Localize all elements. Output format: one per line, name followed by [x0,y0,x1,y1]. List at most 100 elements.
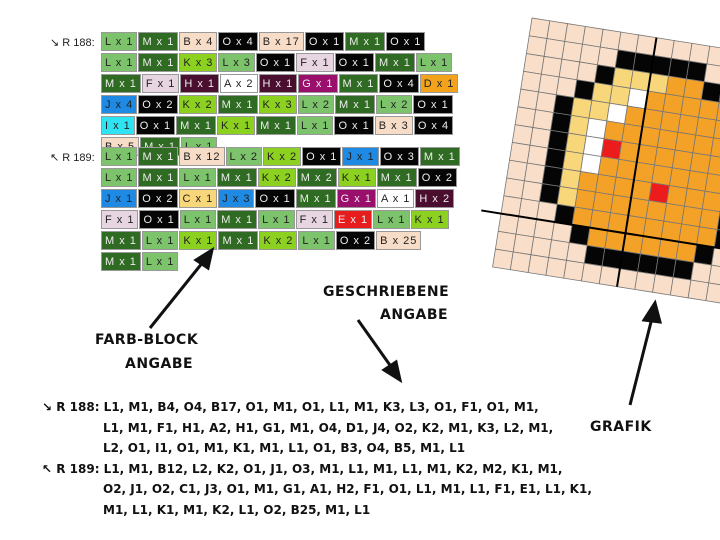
color-block-l: L x 1 [179,168,216,187]
pixel-cell [563,259,585,282]
pixel-cell [564,23,586,45]
pixel-cell [685,60,708,83]
color-block-f: F x 1 [295,210,334,229]
color-block-h: H x 1 [180,74,220,93]
grid-center-line [616,37,658,287]
color-block-o: O x 3 [379,147,419,166]
grid-center-line [481,209,720,258]
pixel-cell [535,91,557,113]
color-block-k: K x 3 [258,95,297,114]
color-block-h: H x 1 [258,74,298,93]
color-block-l: L x 1 [296,116,334,135]
pixel-cell [690,261,713,284]
pixel-cell [523,162,546,185]
geschriebene-label-1: GESCHRIEBENE [323,284,450,300]
farb-block-label-1: FARB-BLOCK [95,332,199,348]
pixel-cell [530,236,553,259]
color-block-l: L x 1 [101,168,138,187]
pixel-cell [577,171,599,193]
color-block-k: K x 1 [217,116,256,135]
color-block-b: B x 12 [179,147,225,166]
written-line: O2, J1, O2, C1, J3, O1, M1, G1, A1, H2, … [103,482,592,496]
pixel-cell [526,144,549,167]
pixel-cell [544,147,567,170]
pixel-cell [583,244,606,267]
color-block-j: J x 3 [218,189,255,208]
pixel-cell [716,211,720,233]
pixel-cell [545,257,567,279]
pixel-cell [599,28,622,51]
color-block-l: L x 1 [101,32,138,51]
color-block-d: D x 1 [419,74,459,93]
pixel-cell [654,256,677,278]
arrow-farb-block [148,261,205,329]
pixel-cell [715,101,720,124]
pixel-cell [559,168,582,190]
pixel-cell [520,70,542,93]
pixel-cell [532,109,554,131]
pixel-cell [562,150,584,172]
color-block-c: C x 1 [178,189,218,208]
arrow-head-grafik [641,299,663,324]
color-block-m: M x 1 [101,74,141,93]
pixel-cell [680,96,702,118]
pixel-cell [565,132,587,155]
color-block-k: K x 1 [337,168,376,187]
color-block-f: F x 1 [296,53,334,72]
color-block-m: M x 1 [335,95,375,114]
pixel-cell [711,246,720,269]
pixel-cell [576,61,598,84]
pixel-cell [566,242,588,264]
pixel-cell [701,190,720,213]
pixel-cell [688,42,711,65]
color-block-o: O x 2 [138,189,178,208]
pixel-cell [561,40,583,63]
color-block-o: O x 2 [335,231,376,250]
pixel-cell [703,63,720,85]
written-line: ↘ R 188: L1, M1, B4, O4, B17, O1, M1, O1… [42,400,539,414]
pixel-cell [677,113,699,136]
pixel-cell [600,138,623,160]
pixel-cell [548,239,570,261]
pixel-cell [611,67,634,89]
pixel-cell [567,114,590,137]
pixel-cell [706,45,720,68]
pixel-cell [637,253,659,275]
color-block-m: M x 1 [216,168,257,187]
pixel-cell [529,127,552,149]
pixel-cell [527,254,550,276]
color-block-b: B x 4 [179,32,218,51]
pixel-cell [517,88,539,111]
color-block-o: O x 1 [255,189,295,208]
color-block-o: O x 1 [386,32,426,51]
color-block-m: M x 1 [217,210,258,229]
pixel-cell [581,262,603,285]
color-block-k: K x 2 [178,95,217,114]
color-block-o: O x 1 [135,116,176,135]
color-block-o: O x 4 [218,32,258,51]
color-block-o: O x 1 [255,53,296,72]
color-block-k: K x 1 [179,231,218,250]
pixel-cell [681,205,703,228]
color-block-e: E x 1 [334,210,373,229]
color-block-m: M x 1 [295,189,336,208]
color-block-m: M x 1 [138,147,179,166]
pixel-cell [683,187,706,210]
pixel-cell [656,128,679,151]
pixel-cell [580,153,602,175]
pixel-cell [705,282,720,304]
color-block-k: K x 3 [179,53,218,72]
pixel-cell [663,202,685,225]
pixel-cell [492,248,514,271]
pixel-cell [582,135,605,157]
pixel-cell [509,141,531,164]
pixel-cell [662,93,685,115]
color-block-m: M x 1 [138,53,179,72]
pixel-cell [713,119,720,142]
pixel-cell [579,43,601,66]
pixel-cell [648,182,670,204]
farb-block-label-2: ANGABE [125,356,194,372]
pixel-cell [585,117,608,140]
color-block-l: L x 1 [141,252,179,271]
